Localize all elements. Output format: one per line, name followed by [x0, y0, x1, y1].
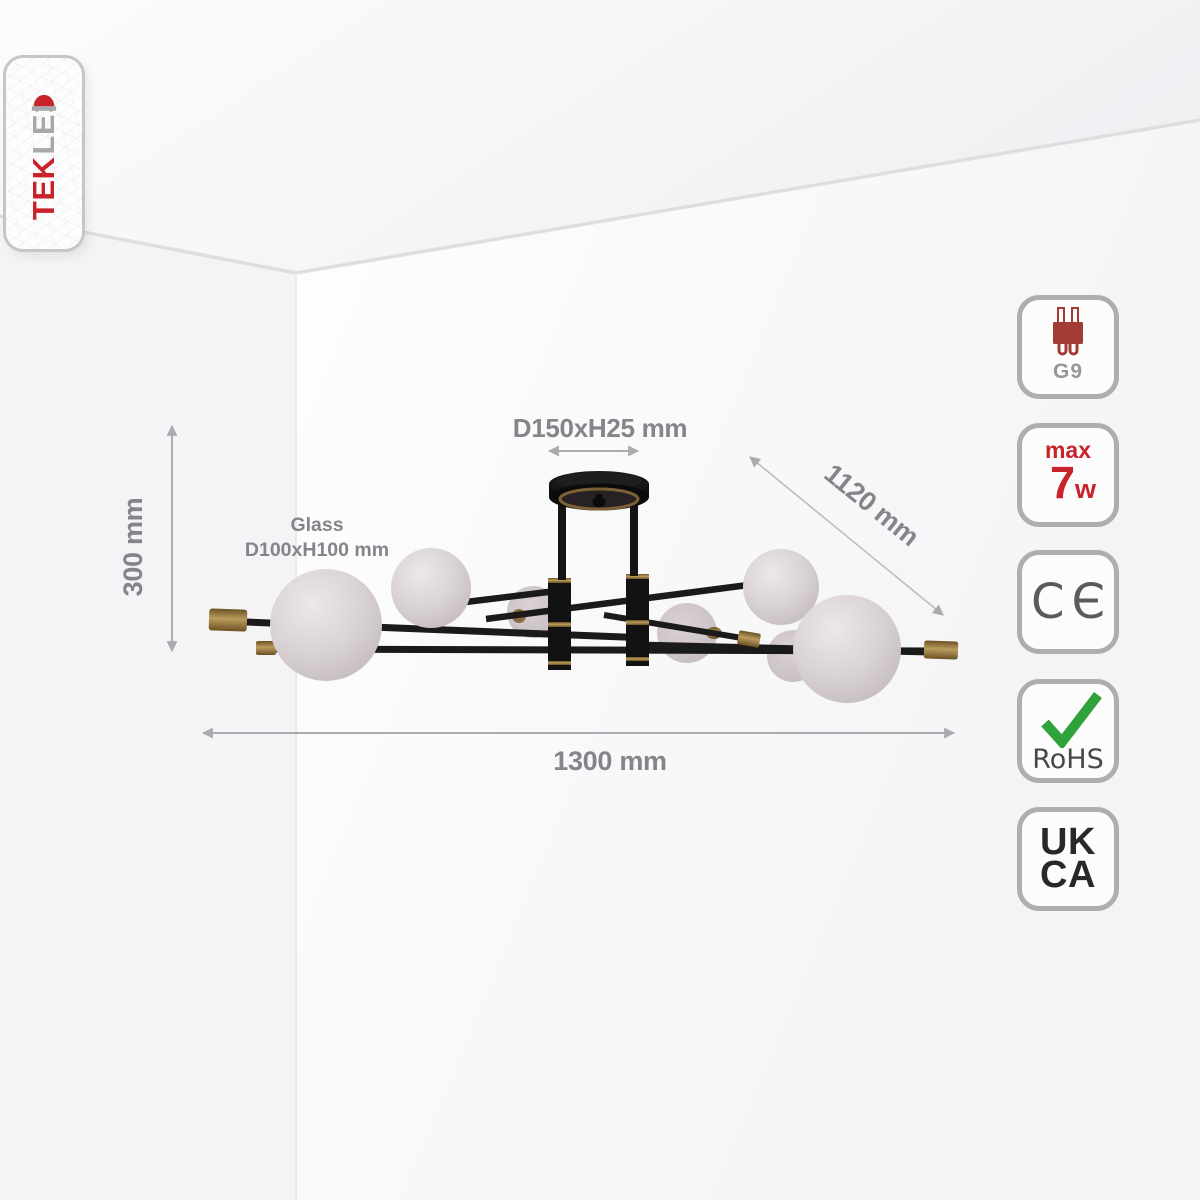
brass-band: [626, 574, 649, 579]
badge-rohs: RoHS: [1017, 679, 1119, 783]
chandelier: [208, 471, 959, 703]
badge-g9-socket: G9: [1017, 295, 1119, 399]
glass-globe: [391, 548, 471, 628]
brass-band: [626, 657, 649, 661]
glass-globe: [270, 569, 382, 681]
dimension-diagonal-arrow: [749, 456, 944, 616]
badge-ce-mark: CЄ: [1017, 550, 1119, 654]
brass-cap: [923, 640, 959, 660]
ce-mark-text: CЄ: [1030, 574, 1113, 630]
ceiling-canopy: [549, 471, 649, 511]
ukca-line2: CA: [1040, 854, 1096, 896]
ukca-line1: UK: [1040, 821, 1096, 863]
badge-max-wattage: max 7w: [1017, 423, 1119, 527]
brass-cap: [256, 641, 276, 655]
brand-tek-text: TEK: [26, 156, 61, 220]
badge-ukca: UK CA: [1017, 807, 1119, 911]
dimension-diagonal-label: 1120 mm: [819, 458, 925, 552]
led-diode-icon: [31, 94, 57, 112]
wattage-value-row: 7w: [1050, 460, 1097, 515]
stem-rod: [630, 498, 638, 576]
dimension-height-label: 300 mm: [118, 498, 148, 597]
junction-blocks: [548, 574, 649, 670]
dimension-width-label: 1300 mm: [553, 746, 666, 776]
stem-rod: [558, 498, 566, 580]
brass-end-caps: [208, 608, 959, 660]
brass-band: [548, 661, 571, 665]
rohs-label: RoHS: [1032, 744, 1104, 775]
g9-socket-icon: [1053, 307, 1083, 356]
brass-cap: [208, 608, 248, 632]
glass-globe: [793, 595, 901, 703]
glass-size-label: D100xH100 mm: [245, 539, 389, 561]
rohs-checkmark-icon: [1041, 691, 1102, 748]
g9-label: G9: [1052, 360, 1083, 383]
brass-band: [626, 620, 649, 625]
brass-band: [548, 622, 571, 627]
ceiling-plane: [0, 0, 1200, 273]
canopy-knob: [592, 496, 606, 508]
dimension-canopy-label: D150xH25 mm: [513, 413, 687, 443]
brand-le-text: LE: [26, 113, 61, 155]
brass-cap: [737, 630, 761, 648]
brass-band: [548, 578, 571, 583]
wattage-prefix: max: [1044, 437, 1092, 463]
glass-label: Glass: [290, 514, 343, 536]
wattage-value: 7: [1049, 457, 1075, 508]
right-wall: [296, 120, 1200, 1200]
wattage-unit: w: [1075, 474, 1097, 504]
